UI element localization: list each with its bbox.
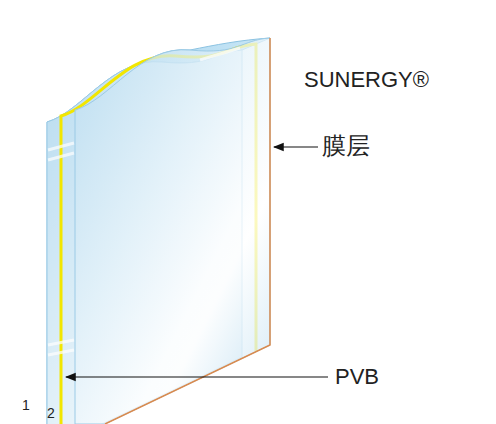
callout-number: 1 xyxy=(22,398,30,413)
glass-edge xyxy=(47,38,270,424)
part-label: 膜层 xyxy=(322,133,370,159)
part-label: PVB xyxy=(335,365,379,389)
callout-number: 2 xyxy=(47,406,55,421)
glass-streaks xyxy=(48,48,240,355)
leader-line xyxy=(66,376,328,377)
coating-edge xyxy=(105,38,270,424)
leader-line xyxy=(274,146,318,147)
glass-pane-2 xyxy=(75,38,270,424)
brand-label: SUNERGY® xyxy=(304,68,429,92)
